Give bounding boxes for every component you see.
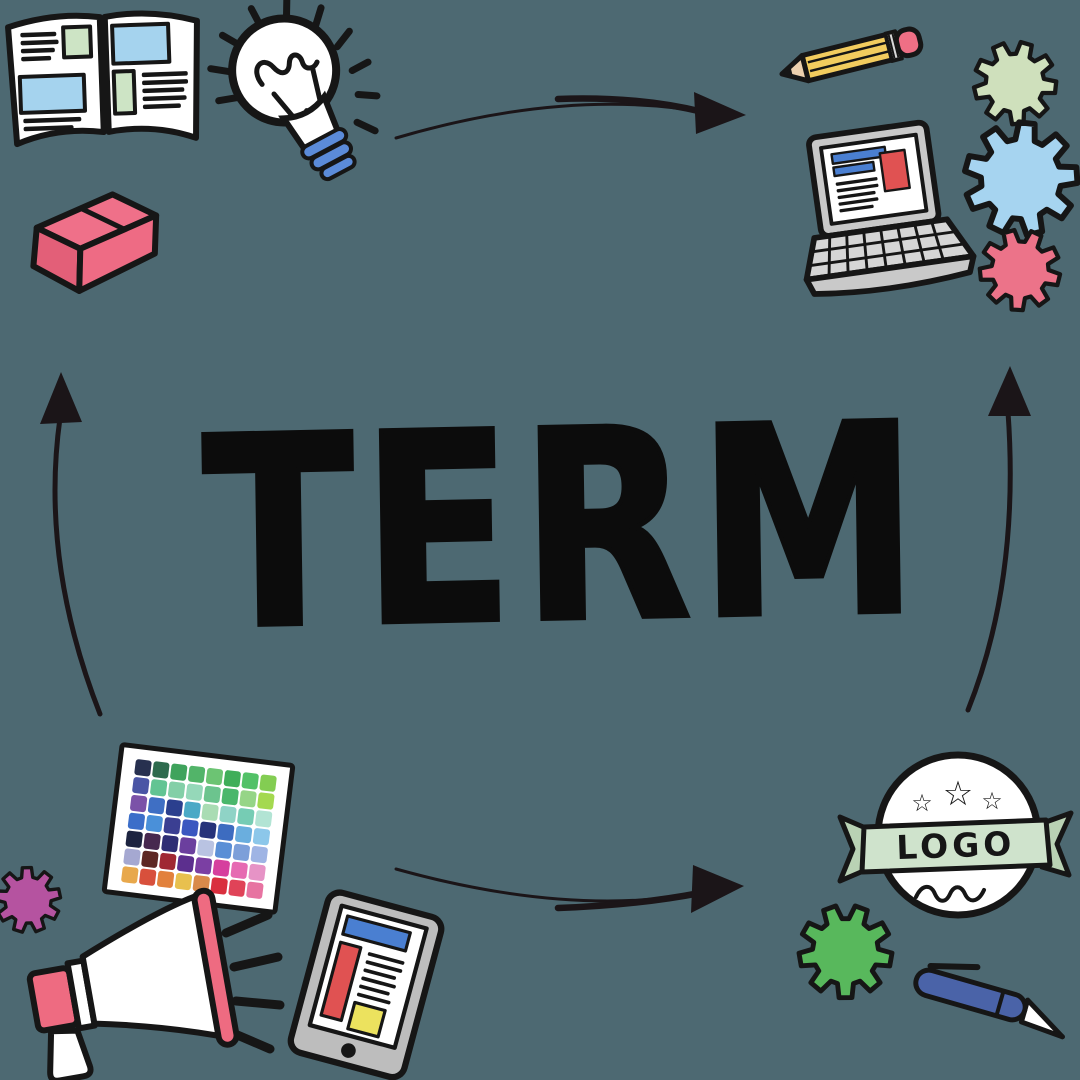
- color-swatch: [240, 771, 259, 790]
- color-swatch: [200, 802, 219, 821]
- color-swatch: [160, 834, 179, 852]
- color-swatch: [156, 869, 175, 888]
- pencil-icon: [779, 26, 924, 84]
- color-swatch: [182, 800, 201, 819]
- color-swatch: [151, 760, 170, 779]
- lightbulb-icon: [207, 0, 381, 182]
- color-swatch: [133, 758, 152, 777]
- color-swatch: [222, 769, 241, 788]
- color-swatch: [236, 807, 255, 826]
- arrow-bottom: [394, 865, 744, 913]
- color-swatch: [202, 784, 221, 803]
- color-swatch: [147, 796, 165, 815]
- color-swatch: [176, 854, 195, 873]
- color-swatch: [256, 791, 275, 810]
- color-swatch: [229, 860, 248, 879]
- color-swatch: [227, 878, 246, 897]
- phone-home-button: [341, 1043, 356, 1058]
- lightbulb-base: [300, 126, 357, 182]
- color-swatch: [214, 840, 233, 859]
- color-swatch: [220, 787, 239, 805]
- arrowhead-right: [691, 865, 744, 913]
- svg-text:☆: ☆: [911, 789, 933, 817]
- color-swatch: [122, 847, 141, 866]
- phone-text-lines: [356, 952, 405, 1005]
- svg-text:☆: ☆: [981, 787, 1003, 815]
- color-swatch: [211, 858, 230, 877]
- arrowhead-up: [988, 366, 1031, 416]
- color-swatch: [198, 820, 217, 839]
- color-swatch: [238, 789, 257, 808]
- color-swatch: [194, 856, 212, 875]
- color-swatch: [234, 825, 253, 843]
- color-swatch: [205, 767, 223, 785]
- color-swatch: [252, 827, 270, 846]
- laptop-icon: [803, 119, 977, 297]
- arrow-top: [394, 92, 746, 140]
- color-swatch: [167, 780, 186, 799]
- color-swatch: [120, 865, 139, 884]
- color-swatch: [187, 764, 206, 783]
- pen-icon: [913, 963, 1065, 1040]
- badge-banner: [837, 810, 1074, 884]
- svg-text:☆: ☆: [943, 774, 973, 814]
- arrow-left: [40, 372, 103, 717]
- color-swatch: [258, 773, 277, 792]
- color-swatch: [247, 862, 266, 881]
- color-swatch: [138, 867, 157, 886]
- badge-stars: ☆ ☆ ☆: [911, 774, 1003, 817]
- color-swatch: [178, 836, 197, 855]
- megaphone-icon: [26, 887, 285, 1080]
- gear-icon-blue: [958, 116, 1080, 242]
- color-swatch: [232, 842, 250, 861]
- gear-icon-green: [789, 895, 901, 1007]
- color-swatch: [185, 782, 203, 801]
- badge-flourish: [914, 884, 986, 903]
- color-swatch: [209, 876, 228, 895]
- color-swatch: [127, 811, 145, 830]
- color-swatch: [144, 814, 163, 832]
- color-swatch: [196, 838, 215, 857]
- arrow-right: [965, 366, 1031, 713]
- pen-clip: [927, 963, 981, 971]
- color-swatch: [218, 805, 237, 823]
- color-swatch: [158, 852, 177, 870]
- color-swatch: [249, 845, 268, 863]
- color-swatch: [216, 822, 235, 841]
- color-swatch: [180, 818, 199, 837]
- open-magazine-icon: [5, 10, 200, 148]
- color-swatch: [124, 829, 143, 848]
- logo-badge-icon: ☆ ☆ ☆ LOGO: [837, 751, 1074, 919]
- color-swatch: [164, 798, 183, 817]
- color-swatch: [174, 872, 192, 890]
- laptop-keyboard-grid: [808, 222, 967, 275]
- color-swatch: [131, 776, 150, 795]
- laptop-text-lines: [835, 177, 879, 213]
- color-palette-grid: [120, 758, 277, 899]
- color-swatch: [169, 762, 188, 781]
- magazine-text-lines: [20, 31, 189, 132]
- eraser-icon: [30, 191, 160, 294]
- color-swatch: [140, 849, 159, 868]
- arrowhead-up: [40, 372, 82, 424]
- arrowhead-right: [694, 92, 746, 134]
- color-swatch: [254, 809, 273, 828]
- color-swatch: [245, 880, 264, 899]
- color-swatch: [129, 794, 148, 812]
- center-term-text: TERM: [199, 365, 930, 690]
- badge-logo-text: LOGO: [896, 824, 1016, 867]
- color-swatch: [142, 831, 161, 850]
- color-swatch: [149, 778, 168, 797]
- gear-icon-green-light: [968, 36, 1063, 131]
- color-swatch: [162, 816, 181, 835]
- smartphone-icon: [287, 889, 445, 1080]
